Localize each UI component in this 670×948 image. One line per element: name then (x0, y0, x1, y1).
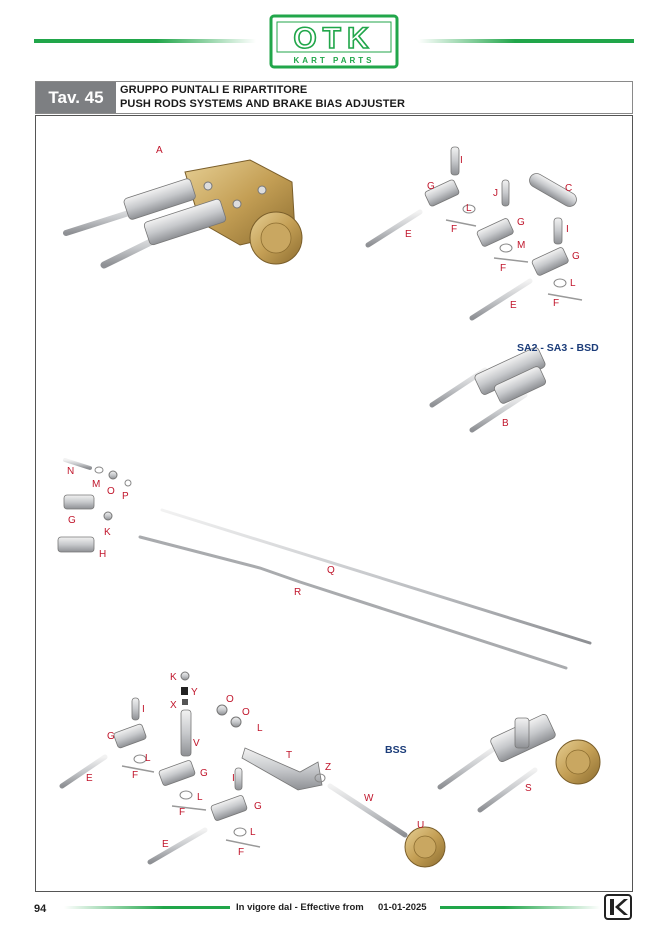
label-f: F (132, 770, 139, 781)
exploded-pushrod-top (365, 146, 583, 321)
label-v: V (193, 738, 200, 749)
label-e: E (510, 300, 517, 311)
label-o: O (107, 486, 115, 497)
label-o: O (226, 694, 234, 705)
logo-main-text: OTK (293, 22, 374, 55)
label-f: F (451, 224, 458, 235)
label-l: L (250, 827, 256, 838)
label-i: I (460, 155, 463, 166)
label-g: G (107, 731, 115, 742)
label-s: S (525, 783, 532, 794)
label-g: G (517, 217, 525, 228)
label-e: E (162, 839, 169, 850)
title-bar: Tav. 45 GRUPPO PUNTALI E RIPARTITORE PUS… (35, 81, 633, 114)
assembly-a (63, 159, 303, 269)
label-t: T (286, 750, 293, 761)
label-f: F (500, 263, 507, 274)
header-rule-left (34, 39, 256, 43)
header-rule-right (418, 39, 634, 43)
label-l: L (466, 203, 472, 214)
assembly-b (429, 347, 546, 433)
small-parts-left (57, 458, 132, 553)
effective-date: 01-01-2025 (378, 902, 427, 913)
label-k: K (170, 672, 177, 683)
label-z: Z (325, 762, 332, 773)
assembly-s (437, 714, 601, 813)
label-n: N (67, 466, 75, 477)
label-e: E (405, 229, 412, 240)
label-r: R (294, 587, 302, 598)
label-g: G (68, 515, 76, 526)
label-e: E (86, 773, 93, 784)
label-l: L (197, 792, 203, 803)
label-f: F (553, 298, 560, 309)
effective-label: In vigore dal - Effective from (236, 902, 364, 913)
label-f: F (179, 807, 186, 818)
label-b: B (502, 418, 509, 429)
title-italian: GRUPPO PUNTALI E RIPARTITORE (120, 84, 308, 96)
label-l: L (570, 278, 576, 289)
label-h: H (99, 549, 107, 560)
diagram-frame (35, 115, 633, 892)
title-english: PUSH RODS SYSTEMS AND BRAKE BIAS ADJUSTE… (120, 98, 406, 110)
label-j: J (493, 188, 498, 199)
label-p: P (122, 491, 129, 502)
label-q: Q (327, 565, 335, 576)
otk-logo: OTK KART PARTS (269, 14, 399, 69)
label-k: K (104, 527, 111, 538)
label-a: A (156, 145, 163, 156)
label-u: U (417, 820, 425, 831)
label-m: M (92, 479, 101, 490)
adjuster-parts (241, 747, 446, 868)
label-x: X (170, 700, 177, 711)
caption-bss: BSS (385, 744, 407, 756)
label-i: I (566, 224, 569, 235)
label-i: I (142, 704, 145, 715)
page-number: 94 (34, 903, 47, 915)
label-i: I (232, 773, 235, 784)
table-number: Tav. 45 (36, 82, 116, 113)
rods-q-r (138, 508, 592, 670)
label-g: G (254, 801, 262, 812)
label-y: Y (191, 687, 198, 698)
k-brand-icon (604, 894, 632, 920)
label-m: M (517, 240, 526, 251)
logo-sub-text: KART PARTS (294, 56, 375, 65)
label-o: O (242, 707, 250, 718)
footer-rule-right (440, 906, 600, 909)
label-g: G (572, 251, 580, 262)
label-w: W (364, 793, 374, 804)
footer-rule-left (64, 906, 230, 909)
label-f: F (238, 847, 245, 858)
label-l: L (145, 753, 151, 764)
label-l: L (257, 723, 263, 734)
exploded-pushrod-bottom (59, 671, 261, 865)
label-c: C (565, 183, 573, 194)
label-g: G (200, 768, 208, 779)
caption-sa: SA2 - SA3 - BSD (517, 342, 599, 354)
label-g: G (427, 181, 435, 192)
